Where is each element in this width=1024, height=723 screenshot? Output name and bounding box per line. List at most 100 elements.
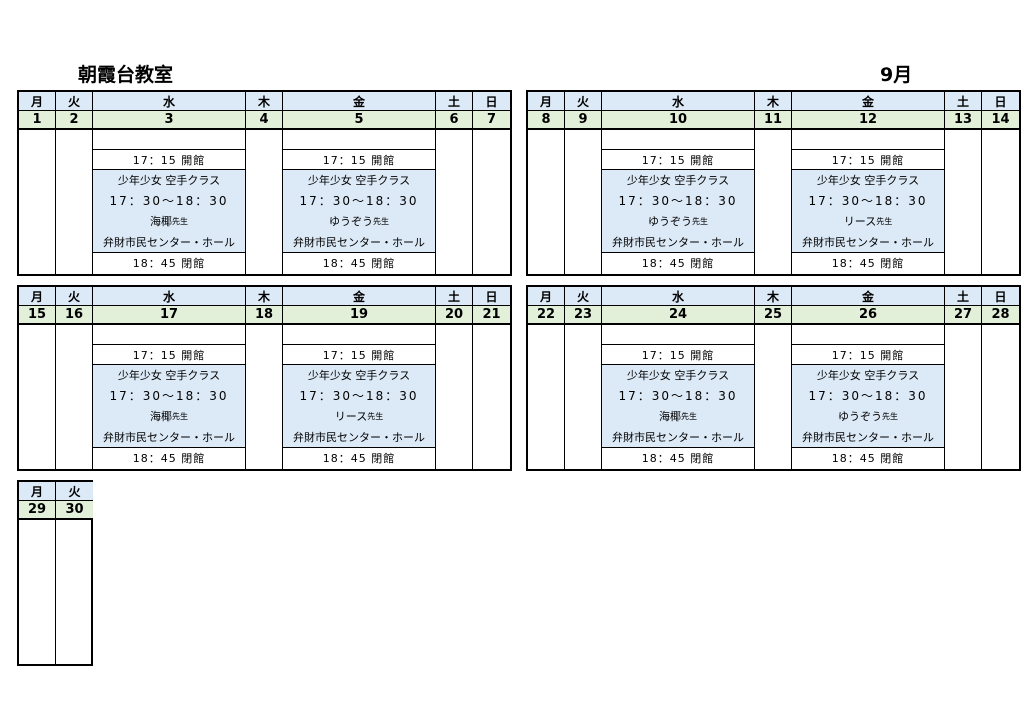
date-cell: 11 [755, 111, 792, 130]
close-time: 18：45 閉館 [792, 447, 944, 467]
close-time: 18：45 閉館 [602, 252, 754, 272]
empty-day [56, 520, 93, 664]
date-cell: 29 [19, 501, 56, 520]
class-session-fri: 17：15 開館 少年少女 空手クラス 17：30〜18：30 ゆうぞう先生 弁… [283, 130, 436, 274]
class-time: 17：30〜18：30 [602, 385, 754, 406]
spacer [283, 130, 435, 150]
instructor-name: 海椰 [150, 215, 172, 229]
instructor: ゆうぞう先生 [792, 406, 944, 427]
class-session-fri: 17：15 開館 少年少女 空手クラス 17：30〜18：30 ゆうぞう先生 弁… [792, 325, 945, 469]
date-cell: 16 [56, 306, 93, 325]
date-cell: 4 [246, 111, 283, 130]
weekday-header: 火 [565, 287, 602, 306]
class-name: 少年少女 空手クラス [602, 170, 754, 191]
class-time: 17：30〜18：30 [792, 385, 944, 406]
weekday-header: 火 [56, 287, 93, 306]
date-cell: 26 [792, 306, 945, 325]
weekday-header: 金 [283, 92, 436, 111]
instructor-name: ゆうぞう [329, 215, 373, 229]
venue: 弁財市民センター・ホール [792, 426, 944, 447]
date-cell: 8 [528, 111, 565, 130]
instructor-suffix: 先生 [172, 216, 188, 226]
open-time: 17：15 開館 [283, 345, 435, 365]
weekday-header: 日 [982, 287, 1019, 306]
instructor-name: 海椰 [659, 410, 681, 424]
spacer [602, 325, 754, 345]
empty-day [982, 130, 1019, 274]
instructor-name: ゆうぞう [648, 215, 692, 229]
class-time: 17：30〜18：30 [602, 190, 754, 211]
spacer [93, 130, 245, 150]
empty-day [56, 130, 93, 274]
empty-day [19, 325, 56, 469]
weekday-header: 火 [56, 482, 93, 501]
class-time: 17：30〜18：30 [792, 190, 944, 211]
weekday-header: 金 [792, 287, 945, 306]
weekday-header: 土 [945, 92, 982, 111]
weekday-header: 月 [19, 287, 56, 306]
date-cell: 15 [19, 306, 56, 325]
instructor-suffix: 先生 [882, 411, 898, 421]
venue: 弁財市民センター・ホール [602, 231, 754, 252]
open-time: 17：15 開館 [93, 150, 245, 170]
weekday-header: 水 [93, 287, 246, 306]
date-cell: 18 [246, 306, 283, 325]
empty-day [528, 130, 565, 274]
weekday-header: 木 [755, 92, 792, 111]
page-title: 朝霞台教室 [78, 64, 174, 86]
instructor: 海椰先生 [93, 406, 245, 427]
weekday-header: 月 [19, 482, 56, 501]
instructor: 海椰先生 [93, 211, 245, 232]
weekday-header: 日 [473, 92, 510, 111]
spacer [93, 325, 245, 345]
weekday-header: 土 [436, 287, 473, 306]
date-cell: 14 [982, 111, 1019, 130]
empty-day [19, 520, 56, 664]
weekday-header: 月 [19, 92, 56, 111]
empty-day [436, 325, 473, 469]
close-time: 18：45 閉館 [93, 447, 245, 467]
instructor-suffix: 先生 [373, 216, 389, 226]
empty-day [945, 130, 982, 274]
date-cell: 9 [565, 111, 602, 130]
spacer [792, 325, 944, 345]
weekday-header: 木 [246, 92, 283, 111]
empty-day [246, 325, 283, 469]
weekday-header: 金 [792, 92, 945, 111]
instructor-name: ゆうぞう [838, 410, 882, 424]
weekday-header: 土 [945, 287, 982, 306]
empty-day [528, 325, 565, 469]
close-time: 18：45 閉館 [792, 252, 944, 272]
close-time: 18：45 閉館 [283, 447, 435, 467]
open-time: 17：15 開館 [283, 150, 435, 170]
weekday-header: 月 [528, 92, 565, 111]
date-cell: 30 [56, 501, 93, 520]
instructor-name: リース [334, 410, 368, 424]
class-session-fri: 17：15 開館 少年少女 空手クラス 17：30〜18：30 リース先生 弁財… [792, 130, 945, 274]
instructor: ゆうぞう先生 [602, 211, 754, 232]
weekday-header: 日 [473, 287, 510, 306]
weekday-header: 土 [436, 92, 473, 111]
open-time: 17：15 開館 [792, 150, 944, 170]
empty-day [945, 325, 982, 469]
weekday-header: 木 [246, 287, 283, 306]
class-name: 少年少女 空手クラス [602, 365, 754, 386]
month-label: 9月 [880, 64, 913, 86]
date-cell: 19 [283, 306, 436, 325]
class-name: 少年少女 空手クラス [93, 365, 245, 386]
date-cell: 7 [473, 111, 510, 130]
venue: 弁財市民センター・ホール [792, 231, 944, 252]
venue: 弁財市民センター・ホール [93, 426, 245, 447]
empty-day [755, 325, 792, 469]
empty-day [56, 325, 93, 469]
class-time: 17：30〜18：30 [283, 190, 435, 211]
class-session-fri: 17：15 開館 少年少女 空手クラス 17：30〜18：30 リース先生 弁財… [283, 325, 436, 469]
weekday-header: 水 [602, 92, 755, 111]
venue: 弁財市民センター・ホール [283, 231, 435, 252]
date-cell: 28 [982, 306, 1019, 325]
date-cell: 25 [755, 306, 792, 325]
empty-day [246, 130, 283, 274]
empty-day [755, 130, 792, 274]
